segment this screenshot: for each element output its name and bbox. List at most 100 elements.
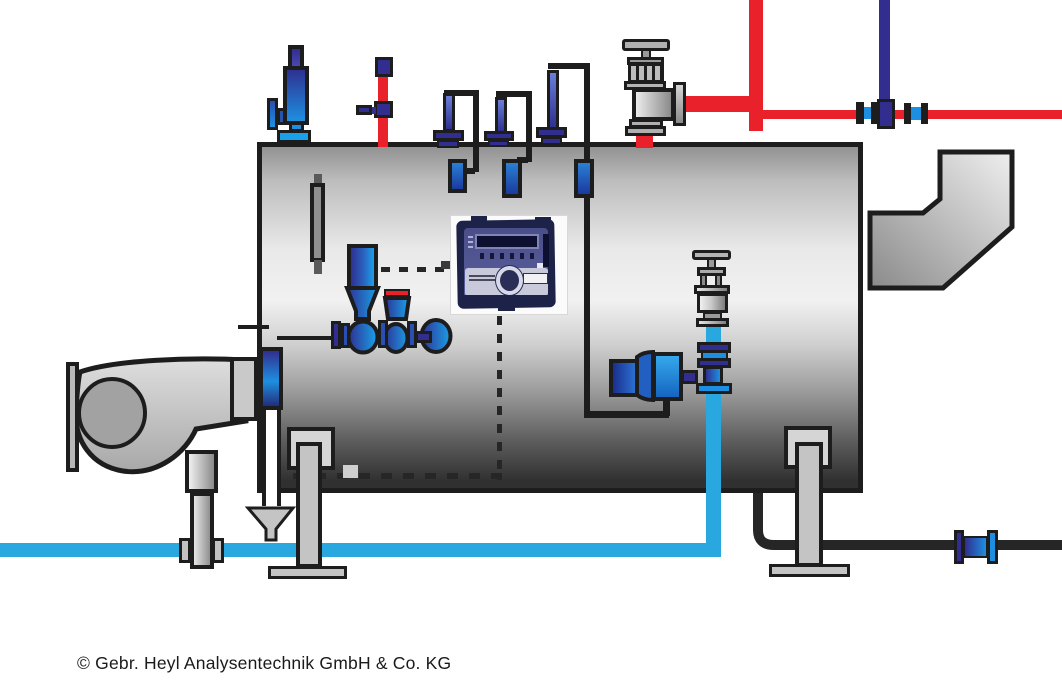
conductivity-sensor-body xyxy=(609,359,639,397)
controller-side-slot xyxy=(543,234,549,267)
boiler-plate-marker xyxy=(343,465,358,478)
steam-riser-pipe xyxy=(749,0,763,131)
sampling-vessel xyxy=(347,244,378,290)
blower-volute xyxy=(73,356,249,475)
flange-disc xyxy=(331,321,341,349)
exhaust-duct xyxy=(867,149,1015,291)
level-probe-1-base xyxy=(437,140,459,148)
safety-valve-base xyxy=(277,130,311,143)
steam-valve-base-flange xyxy=(625,126,666,136)
dosing-pump-port-left xyxy=(179,538,191,563)
sensor-sample-line-vertical xyxy=(584,63,590,417)
sight-glass-stem-top xyxy=(314,174,322,186)
controller-cable-stub xyxy=(441,261,452,269)
support-leg-left-column xyxy=(296,442,322,568)
level-probe-3-rod xyxy=(547,70,559,130)
gauge-valve-body xyxy=(374,101,393,118)
support-leg-left-base xyxy=(268,566,347,579)
probe1-conduit-elbow xyxy=(464,168,475,174)
gauge-cap xyxy=(375,57,393,77)
steam-valve-columns xyxy=(628,63,664,83)
sensor-sample-line-horizontal xyxy=(584,411,669,418)
stop-valve-body xyxy=(697,293,728,313)
signal-line-dashed-top xyxy=(381,267,453,272)
check-valve-base-flange xyxy=(696,383,732,394)
level-probe-1-rod xyxy=(443,93,455,132)
level-probe-3-base xyxy=(541,137,562,145)
safety-valve-outlet-joint xyxy=(277,108,286,125)
controller-nav-pad xyxy=(500,270,519,291)
blowdown-tap-line xyxy=(238,325,269,329)
stop-valve-yoke xyxy=(697,267,726,276)
level-electrode-2 xyxy=(502,159,522,198)
dosing-pump-port-right xyxy=(212,538,224,563)
support-leg-right-base xyxy=(769,564,850,577)
level-electrode-1 xyxy=(448,159,467,193)
conductivity-sensor-head xyxy=(652,352,683,401)
drain-funnel xyxy=(244,506,297,542)
controller-led-labels xyxy=(468,236,473,248)
stop-valve-flange xyxy=(694,285,730,294)
flange-disc xyxy=(378,320,388,348)
feedwater-line xyxy=(0,543,721,557)
controller-display xyxy=(475,234,539,249)
probe2-conduit xyxy=(496,91,532,97)
dosing-pump-head xyxy=(185,450,218,493)
flange-disc xyxy=(341,323,350,348)
level-probe-2-base xyxy=(488,140,509,147)
level-electrode-3 xyxy=(574,159,594,198)
steam-valve-red-stub xyxy=(636,133,653,148)
sensor-sample-line-riser xyxy=(663,398,670,416)
gauge-valve-handle xyxy=(356,105,372,115)
steam-line-valve xyxy=(877,99,895,129)
blower-nozzle xyxy=(230,357,258,421)
probe2-conduit-elbow xyxy=(517,157,528,163)
sight-glass-stem-bottom xyxy=(314,260,322,274)
controller-button-row xyxy=(480,253,536,259)
blowdown-pipe xyxy=(262,410,281,506)
steam-valve-outlet-pipe xyxy=(684,96,756,112)
sampling-line xyxy=(277,336,333,340)
pipe-union-seal xyxy=(864,107,871,119)
sensor-outlet-stub xyxy=(681,370,698,384)
signal-line-dashed-vertical xyxy=(497,316,502,480)
blowdown-valve xyxy=(259,347,283,410)
pipe-flange xyxy=(921,103,928,124)
controller-bottom-band xyxy=(464,295,548,304)
sight-glass-tube xyxy=(310,183,325,262)
probe2-conduit-drop xyxy=(526,91,532,162)
level-probe-1-flange xyxy=(433,130,464,141)
level-probe-2-rod xyxy=(495,97,507,134)
probe1-conduit xyxy=(444,90,479,96)
steam-valve-outlet-flange xyxy=(673,82,686,126)
probe1-conduit-drop xyxy=(473,90,479,172)
controller-photo xyxy=(450,215,568,315)
signal-line-dashed-bottom xyxy=(293,473,503,479)
safety-valve-body xyxy=(283,66,309,125)
pipe-flange xyxy=(904,103,911,124)
pipe-flange xyxy=(856,102,864,124)
controller-product-label xyxy=(469,275,495,282)
probe3-conduit xyxy=(548,63,590,69)
support-leg-right-column xyxy=(795,442,823,567)
blower-flange xyxy=(66,362,79,472)
level-probe-3-flange xyxy=(536,127,567,138)
pipe-union-seal xyxy=(911,107,921,120)
steam-valve-body xyxy=(632,88,675,121)
gauge-valve-joint xyxy=(370,107,376,114)
shutoff-valve-handle xyxy=(384,289,410,297)
dosing-pump-body xyxy=(190,492,214,569)
navy-supply-pipe xyxy=(879,0,890,103)
blower-inlet xyxy=(77,377,147,449)
pipe-flange xyxy=(871,102,879,124)
brand-logo xyxy=(523,273,548,284)
drain-valve-flange xyxy=(987,530,998,564)
stop-valve-base-flange xyxy=(696,318,729,327)
controller-tab-bottom xyxy=(498,303,515,311)
level-probe-2-flange xyxy=(484,131,514,141)
valve-train-stub xyxy=(415,331,432,343)
copyright-text: © Gebr. Heyl Analysentechnik GmbH & Co. … xyxy=(77,653,452,673)
controller-indicator xyxy=(537,263,543,268)
safety-valve-outlet xyxy=(267,98,278,130)
